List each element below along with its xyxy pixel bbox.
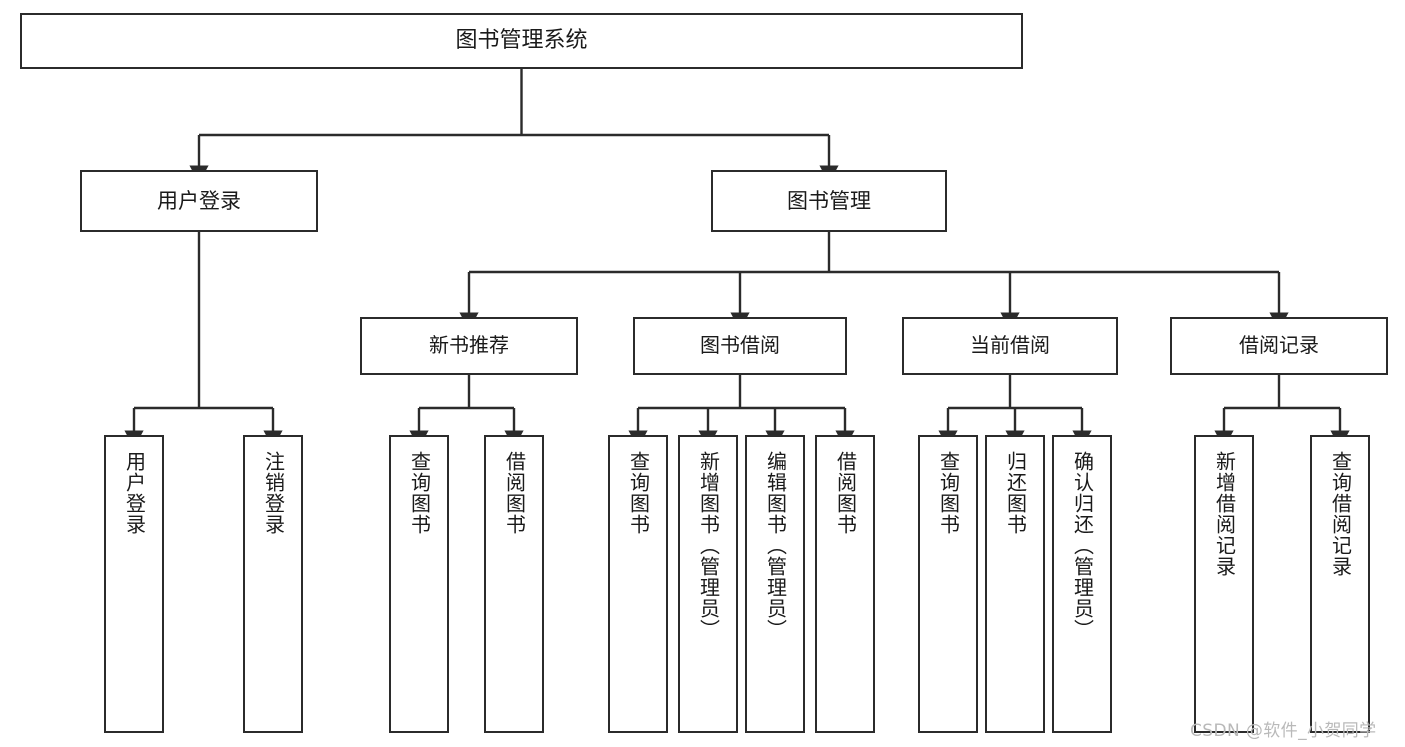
node-user-login-label: 用户登录 bbox=[157, 188, 241, 213]
node-leaf-borrow-edit[interactable]: 编辑图书（管理员） bbox=[745, 435, 805, 733]
node-new-book-rec-label: 新书推荐 bbox=[429, 333, 509, 358]
node-current-borrow-label: 当前借阅 bbox=[970, 333, 1050, 358]
node-leaf-borrow-add-label: 新增图书（管理员） bbox=[696, 451, 721, 640]
node-leaf-current-query-label: 查询图书 bbox=[936, 451, 961, 535]
node-leaf-record-add-label: 新增借阅记录 bbox=[1212, 451, 1237, 577]
node-leaf-current-query[interactable]: 查询图书 bbox=[918, 435, 978, 733]
node-leaf-rec-query-label: 查询图书 bbox=[407, 451, 432, 535]
node-leaf-record-query[interactable]: 查询借阅记录 bbox=[1310, 435, 1370, 733]
node-leaf-rec-borrow-label: 借阅图书 bbox=[502, 451, 527, 535]
node-new-book-rec[interactable]: 新书推荐 bbox=[360, 317, 578, 375]
node-book-manage[interactable]: 图书管理 bbox=[711, 170, 947, 232]
node-leaf-rec-query[interactable]: 查询图书 bbox=[389, 435, 449, 733]
node-leaf-user-logout[interactable]: 注销登录 bbox=[243, 435, 303, 733]
node-root-label: 图书管理系统 bbox=[455, 28, 588, 54]
node-leaf-current-return-label: 归还图书 bbox=[1003, 451, 1028, 535]
node-leaf-user-login[interactable]: 用户登录 bbox=[104, 435, 164, 733]
csdn-watermark-text: CSDN @软件_小贺同学 bbox=[1190, 721, 1377, 741]
node-leaf-current-return[interactable]: 归还图书 bbox=[985, 435, 1045, 733]
node-leaf-user-login-label: 用户登录 bbox=[122, 451, 147, 535]
node-leaf-borrow-query[interactable]: 查询图书 bbox=[608, 435, 668, 733]
node-leaf-borrow-query-label: 查询图书 bbox=[626, 451, 651, 535]
node-leaf-current-confirm-label: 确认归还（管理员） bbox=[1070, 451, 1095, 640]
node-leaf-borrow-lend[interactable]: 借阅图书 bbox=[815, 435, 875, 733]
node-leaf-borrow-lend-label: 借阅图书 bbox=[833, 451, 858, 535]
csdn-watermark: CSDN @软件_小贺同学 bbox=[1190, 716, 1377, 741]
node-book-borrow-label: 图书借阅 bbox=[700, 333, 780, 358]
node-leaf-record-query-label: 查询借阅记录 bbox=[1328, 451, 1353, 577]
node-leaf-record-add[interactable]: 新增借阅记录 bbox=[1194, 435, 1254, 733]
node-user-login[interactable]: 用户登录 bbox=[80, 170, 318, 232]
node-leaf-borrow-add[interactable]: 新增图书（管理员） bbox=[678, 435, 738, 733]
node-leaf-current-confirm[interactable]: 确认归还（管理员） bbox=[1052, 435, 1112, 733]
node-leaf-rec-borrow[interactable]: 借阅图书 bbox=[484, 435, 544, 733]
node-borrow-record[interactable]: 借阅记录 bbox=[1170, 317, 1388, 375]
node-current-borrow[interactable]: 当前借阅 bbox=[902, 317, 1118, 375]
node-book-manage-label: 图书管理 bbox=[787, 188, 871, 213]
node-root[interactable]: 图书管理系统 bbox=[20, 13, 1023, 69]
node-leaf-user-logout-label: 注销登录 bbox=[261, 451, 286, 535]
node-leaf-borrow-edit-label: 编辑图书（管理员） bbox=[763, 451, 788, 640]
node-borrow-record-label: 借阅记录 bbox=[1239, 333, 1319, 358]
node-book-borrow[interactable]: 图书借阅 bbox=[633, 317, 847, 375]
